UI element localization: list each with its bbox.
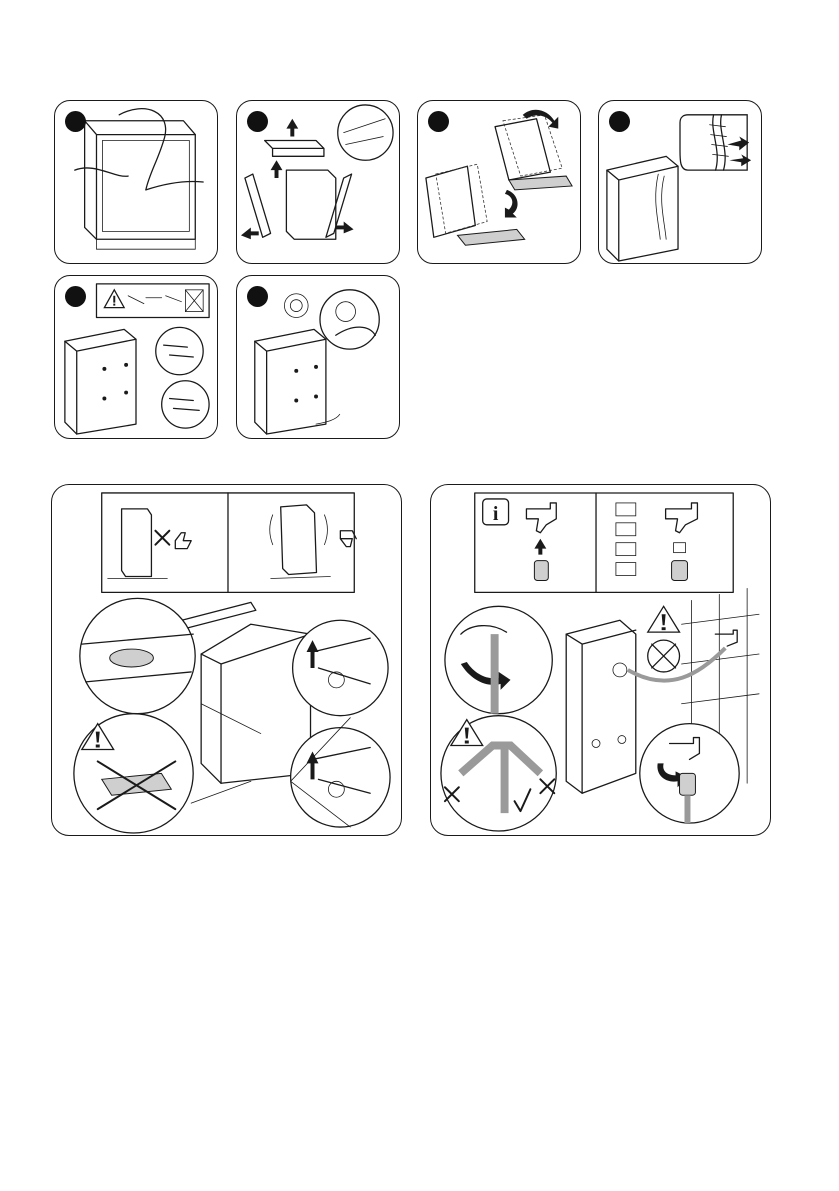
levelling-illustration — [52, 485, 401, 835]
water-inlet-panel: i — [430, 484, 771, 836]
step-number-badge — [65, 111, 86, 132]
step-number-badge — [247, 286, 268, 307]
step-5-panel — [54, 275, 218, 439]
step-number-badge — [609, 111, 630, 132]
step-2-panel — [236, 100, 400, 264]
step-number-badge — [65, 286, 86, 307]
step-number-badge — [428, 111, 449, 132]
info-glyph: i — [493, 503, 499, 525]
thumbs-up-icon — [175, 533, 191, 549]
step-3-panel — [417, 100, 581, 264]
levelling-panel — [51, 484, 402, 836]
water-inlet-illustration: i — [431, 485, 770, 835]
warning-triangle-icon — [648, 606, 680, 632]
cross-icon — [155, 531, 169, 545]
step-number-badge — [247, 111, 268, 132]
step-6-panel — [236, 275, 400, 439]
step-4-panel — [598, 100, 762, 264]
info-icon: i — [483, 499, 509, 525]
step-1-panel — [54, 100, 218, 264]
